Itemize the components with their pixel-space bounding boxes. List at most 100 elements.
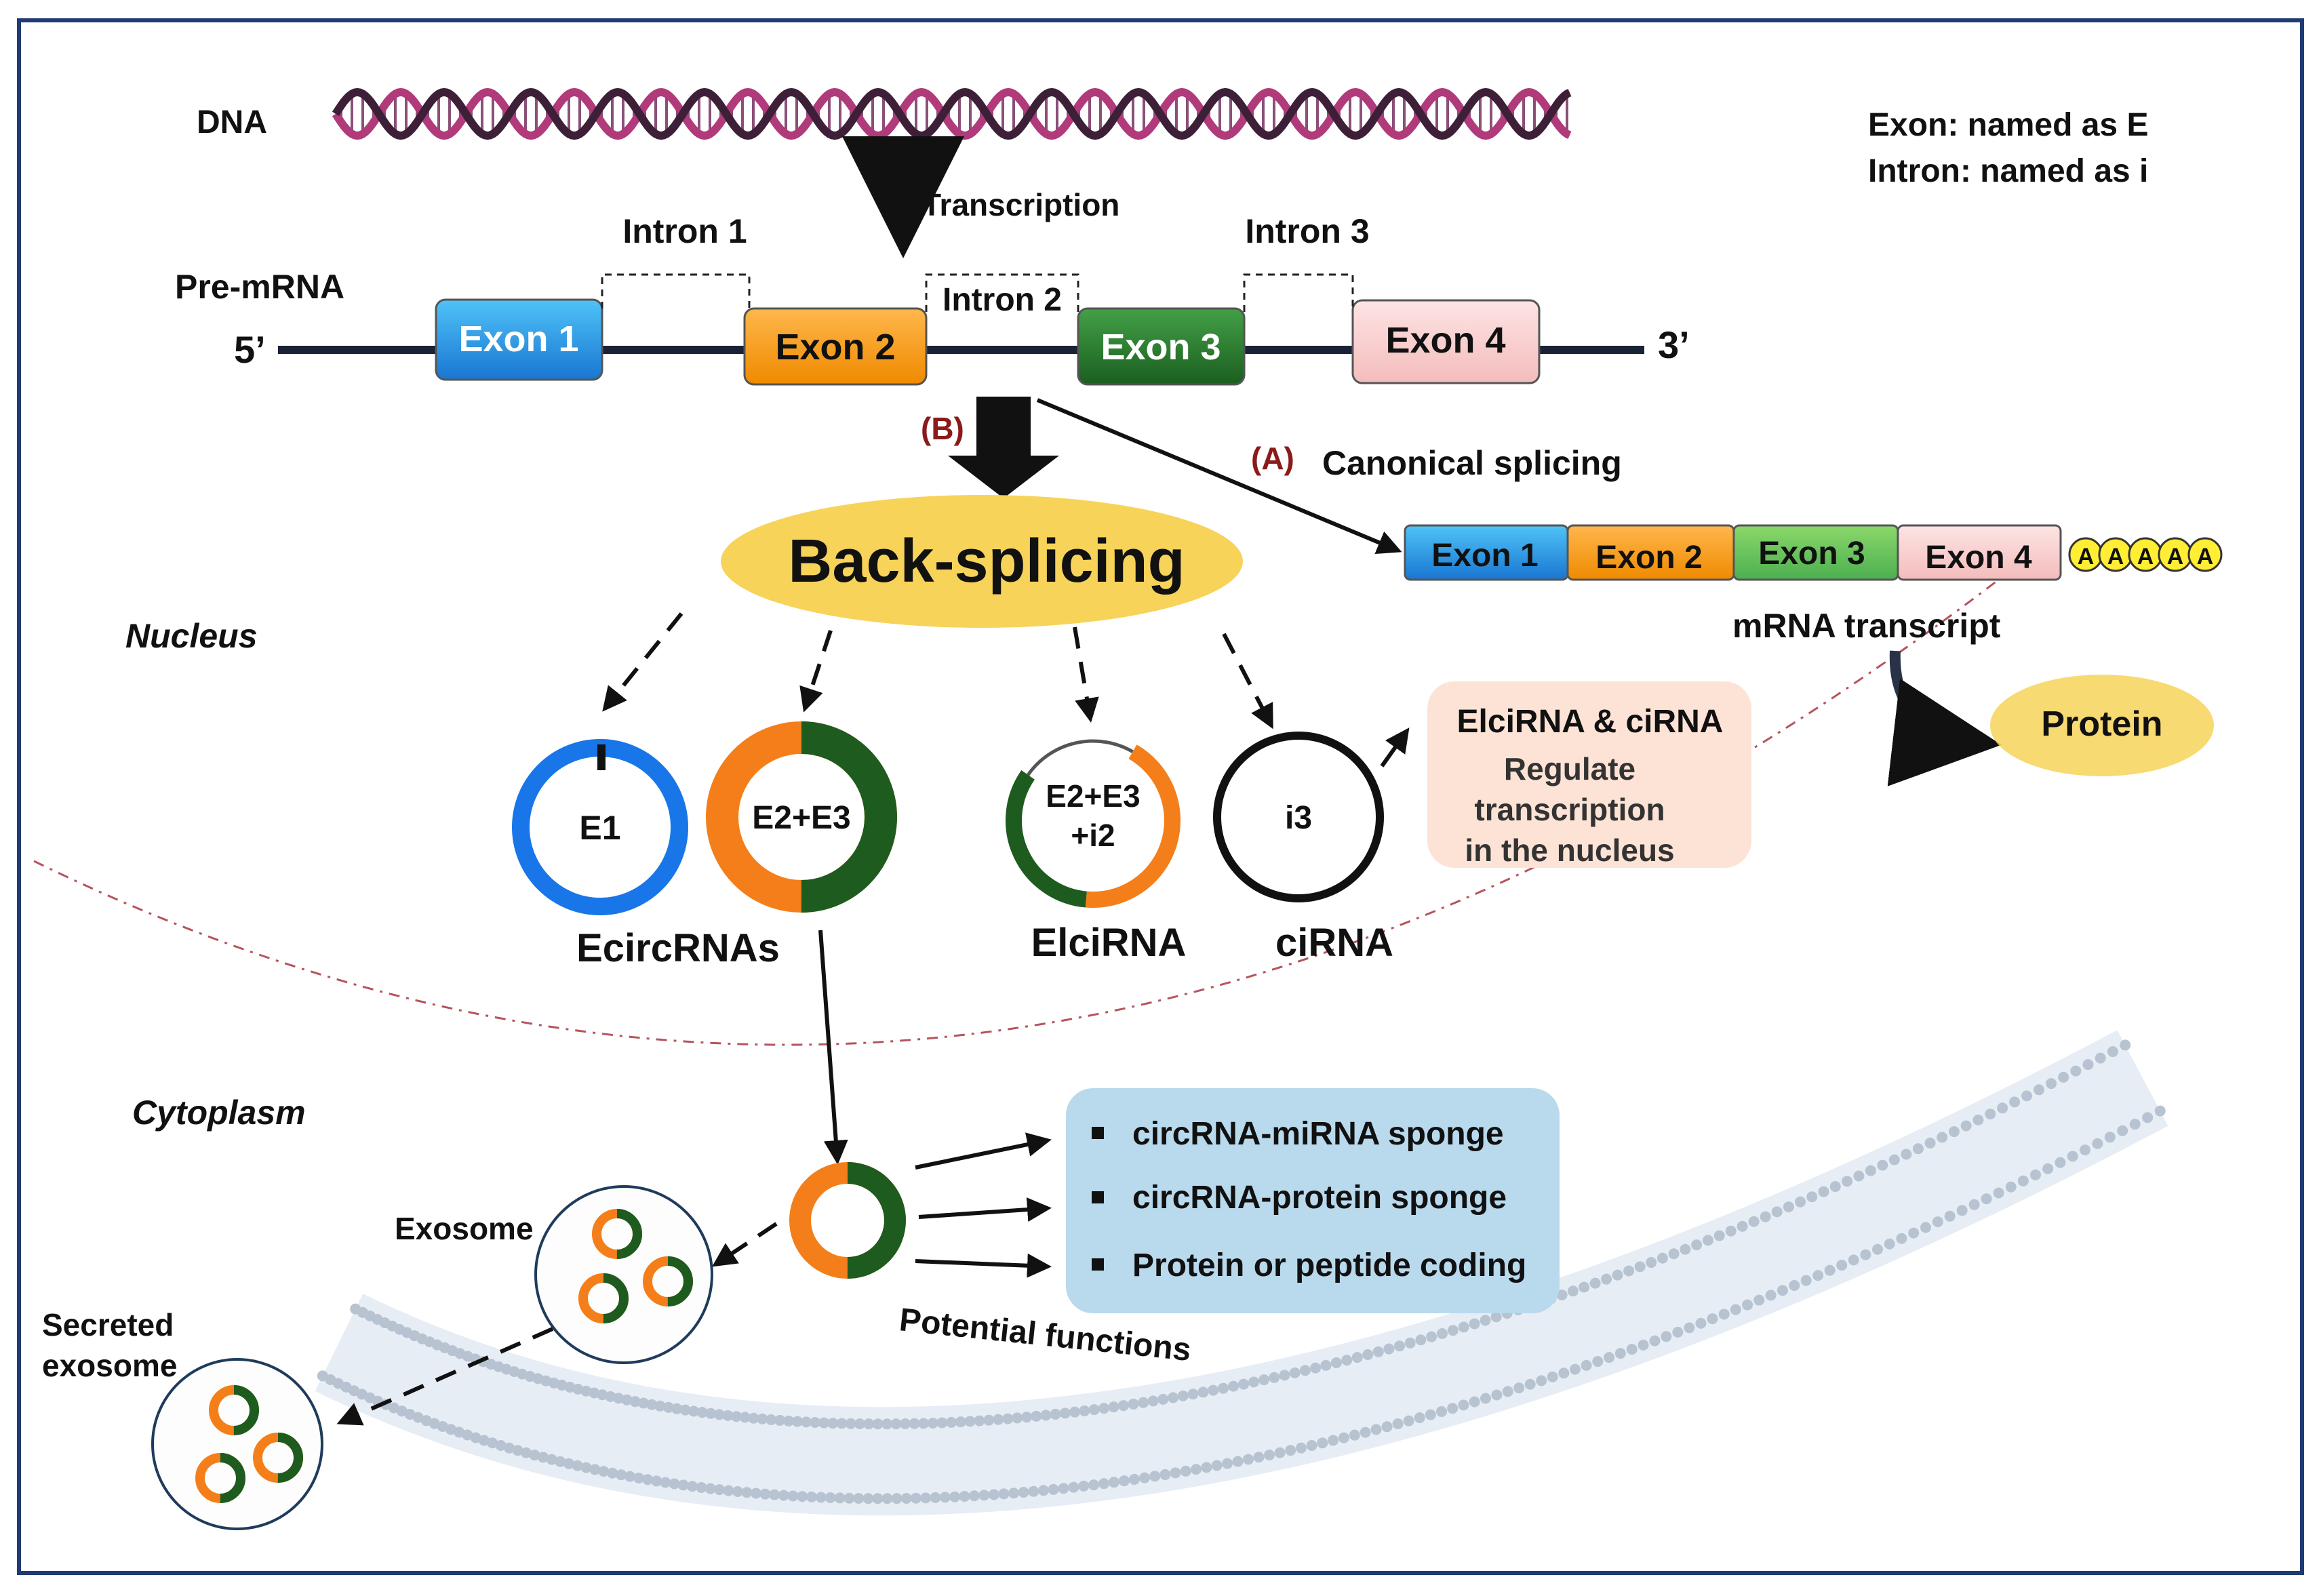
lipid-head [1078,1480,1090,1492]
lipid-head [845,1418,856,1429]
lipid-head [1040,1410,1052,1421]
lipid-head [1872,1243,1884,1255]
nucleus-label: Nucleus [125,617,258,655]
lipid-head [778,1490,789,1501]
lipid-head [1068,1481,1079,1493]
ring-segment [706,721,897,913]
lipid-head [1310,1362,1322,1374]
lipid-head [1960,1120,1972,1132]
lipid-head [1569,1363,1581,1375]
lipid-head [1536,1375,1547,1386]
lipid-head [1098,1403,1110,1414]
circle-e1: E1 [512,739,688,915]
lipid-head [1330,1357,1342,1369]
lipid-head [862,1493,874,1504]
lipid-head [1661,1331,1672,1342]
lipid-head [1338,1432,1349,1443]
regulate-box [1427,681,1751,868]
lipid-head [1028,1485,1039,1497]
lipid-head [1691,1239,1703,1251]
back-splicing-arrow [948,397,1059,498]
lipid-head [1197,1386,1209,1398]
lipid-head [1037,1485,1049,1496]
circle-cirna: i3 [1213,732,1384,902]
lipid-head [1668,1248,1680,1260]
mrna-exon-2-label: Exon 2 [1595,540,1702,576]
lipid-head [854,1418,866,1430]
lipid-head [2104,1132,2116,1143]
lipid-head [624,1471,636,1482]
lipid-head [1469,1318,1480,1330]
lipid-head [1317,1437,1328,1449]
pre-exon-2-label: Exon 2 [775,327,895,367]
lipid-head [1436,1328,1448,1339]
regulate-line3: in the nucleus [1465,833,1674,868]
pre-exon-4 [1351,299,1541,384]
lipid-head [1149,1471,1161,1482]
lipid-head [1370,1424,1382,1435]
lipid-head [974,1415,985,1427]
lipid-head [1937,1132,1948,1143]
function-bullet-2 [1092,1191,1104,1203]
lipid-head [890,1418,902,1430]
lipid-head [1414,1412,1425,1424]
lipid-head [1760,1211,1771,1222]
lipid-head [1589,1277,1601,1289]
lipid-head [927,1417,938,1429]
regulate-arrow [1380,727,1410,767]
lipid-head [1222,1458,1233,1469]
lipid-head [1920,1222,1931,1233]
cytoplasmic-circrna [789,1162,906,1279]
function-arrow-1 [915,1132,1052,1170]
lipid-head [836,1418,848,1429]
lipid-head [1672,1326,1684,1338]
lipid-head [863,1418,875,1430]
lipid-head [633,1472,645,1483]
lipid-head [1269,1372,1280,1383]
export-arrow [818,930,848,1165]
lipid-head [1238,1378,1250,1390]
lipid-head [1050,1408,1061,1420]
lipid-head [1707,1313,1718,1325]
lipid-head [454,1427,465,1438]
lipid-head [1765,1290,1777,1301]
lipid-head [2058,1071,2069,1083]
lipid-head [1684,1322,1695,1334]
lipid-head [713,1409,725,1420]
lipid-head [766,1414,777,1425]
lipid-head [669,1478,680,1490]
lipid-head [437,1420,448,1432]
lipid-head [1657,1252,1668,1264]
lipid-head [2080,1144,2091,1156]
lipid-head [2046,1078,2057,1090]
lipid-head [621,1394,633,1405]
lipid-head [797,1491,808,1502]
lipid-head [2030,1169,2042,1180]
dna-label: DNA [197,104,267,140]
lipid-head [629,1396,641,1408]
lipid-head [714,1484,726,1496]
lipid-head [2055,1157,2066,1168]
lipid-head [930,1492,941,1503]
lipid-head [1490,1311,1502,1323]
lipid-head [1118,1400,1130,1412]
lipid-head [580,1462,592,1473]
lipid-head [1777,1285,1788,1296]
back-splicing-ellipse [721,495,1243,628]
mrna-exon-1-label: Exon 1 [1431,538,1538,574]
lipid-head [783,1415,795,1427]
ring-segment [789,1162,906,1279]
lipid-head [1558,1368,1570,1379]
lipid-head [1299,1365,1311,1376]
lipid-head [495,1440,507,1452]
lipid-head [646,1399,658,1410]
lipid-head [529,1450,540,1461]
lipid-head [1592,1356,1604,1368]
circle-i3-label: i3 [1285,800,1312,836]
lipid-head [637,1397,649,1409]
lipid-head [810,1417,821,1429]
function-arrow-2 [918,1197,1052,1222]
lipid-head [705,1483,716,1494]
lipid-head [2067,1151,2078,1162]
